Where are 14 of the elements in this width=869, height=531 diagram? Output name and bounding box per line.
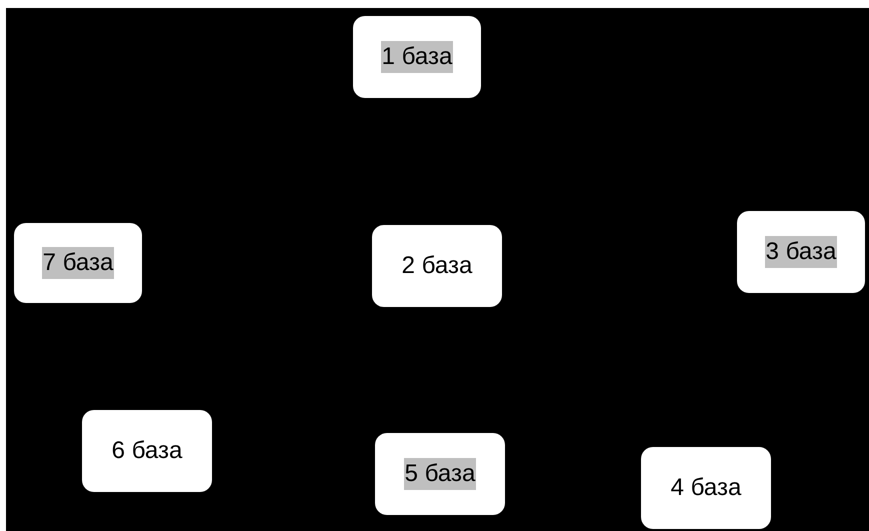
- base-box: [14, 223, 142, 303]
- base-label: 2 база: [402, 252, 472, 280]
- base-box: [737, 211, 865, 293]
- base-box: [353, 16, 481, 98]
- base-box: [375, 433, 505, 515]
- base-label: 4 база: [670, 474, 742, 502]
- base-box: [82, 410, 212, 492]
- base-label: 1 база: [380, 41, 454, 73]
- base-box: [372, 225, 502, 307]
- base-box: [641, 447, 771, 529]
- base-label: 3 база: [764, 236, 838, 268]
- base-label: 6 база: [112, 437, 182, 465]
- base-label: 7 база: [42, 247, 114, 279]
- base-label: 5 база: [404, 458, 476, 490]
